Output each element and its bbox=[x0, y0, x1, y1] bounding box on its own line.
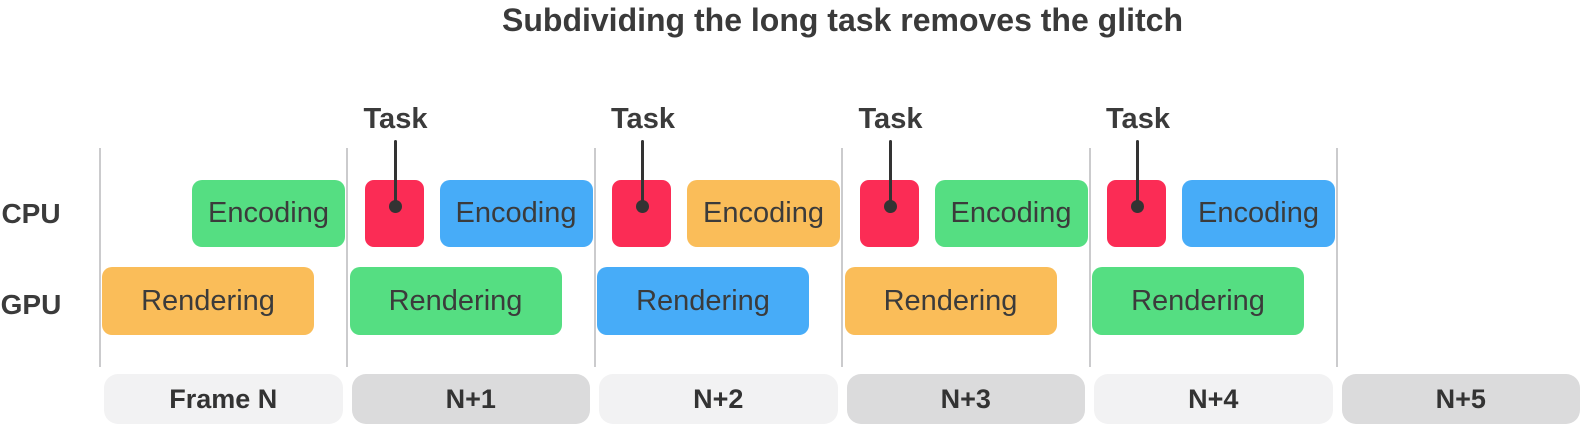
frame-column-n2: Task Encoding Rendering N+2 bbox=[595, 0, 843, 424]
slide-title: Subdividing the long task removes the gl… bbox=[502, 2, 1183, 38]
frame-boundary-line bbox=[1336, 148, 1338, 367]
task-label: Task bbox=[858, 103, 923, 135]
frame-boundary-line bbox=[594, 148, 596, 367]
cpu-encoding-block: Encoding bbox=[687, 180, 840, 247]
task-label: Task bbox=[611, 103, 675, 135]
frame-column-n1: Task Encoding Rendering N+1 bbox=[348, 0, 596, 424]
cpu-row-label: CPU bbox=[1, 198, 61, 229]
cpu-encoding-block: Encoding bbox=[1182, 180, 1335, 247]
gpu-rendering-block: Rendering bbox=[1092, 267, 1304, 335]
frame-label-pill: N+3 bbox=[846, 374, 1085, 424]
frame-label-pill: N+2 bbox=[599, 374, 838, 424]
gpu-rendering-block: Rendering bbox=[102, 267, 314, 335]
frame-label-pill: N+1 bbox=[351, 374, 590, 424]
frame-boundary-line bbox=[346, 148, 348, 367]
gpu-rendering-block: Rendering bbox=[844, 267, 1057, 335]
frame-label-pill: Frame N bbox=[104, 374, 343, 424]
gpu-rendering-block: Rendering bbox=[597, 267, 809, 335]
task-pointer-line bbox=[388, 140, 402, 213]
task-label: Task bbox=[1106, 103, 1170, 135]
frame-column-n4: Task Encoding Rendering N+4 bbox=[1090, 0, 1338, 424]
task-label: Task bbox=[363, 103, 428, 135]
task-pointer-line bbox=[1131, 140, 1144, 213]
task-pointer-dot bbox=[636, 200, 649, 213]
gpu-row-label: GPU bbox=[0, 289, 62, 320]
frames-track: Encoding Rendering Frame N Task Encoding… bbox=[100, 0, 1585, 424]
task-pointer-line bbox=[636, 140, 649, 213]
frame-column-n5: N+5 bbox=[1338, 0, 1586, 424]
frame-label-pill: N+4 bbox=[1094, 374, 1333, 424]
frame-column-n3: Task Encoding Rendering N+3 bbox=[843, 0, 1091, 424]
task-pointer-dot bbox=[883, 200, 897, 213]
cpu-encoding-block: Encoding bbox=[439, 180, 593, 247]
task-pointer-line bbox=[883, 140, 897, 213]
cpu-encoding-block: Encoding bbox=[192, 180, 345, 247]
frame-boundary-line bbox=[99, 148, 101, 367]
frame-column-n: Encoding Rendering Frame N bbox=[100, 0, 348, 424]
frame-boundary-line bbox=[1089, 148, 1091, 367]
frame-boundary-line bbox=[841, 148, 843, 367]
cpu-encoding-block: Encoding bbox=[934, 180, 1088, 247]
gpu-rendering-block: Rendering bbox=[349, 267, 562, 335]
task-pointer-dot bbox=[1131, 200, 1144, 213]
frame-label-pill: N+5 bbox=[1341, 374, 1580, 424]
task-pointer-dot bbox=[388, 200, 402, 213]
